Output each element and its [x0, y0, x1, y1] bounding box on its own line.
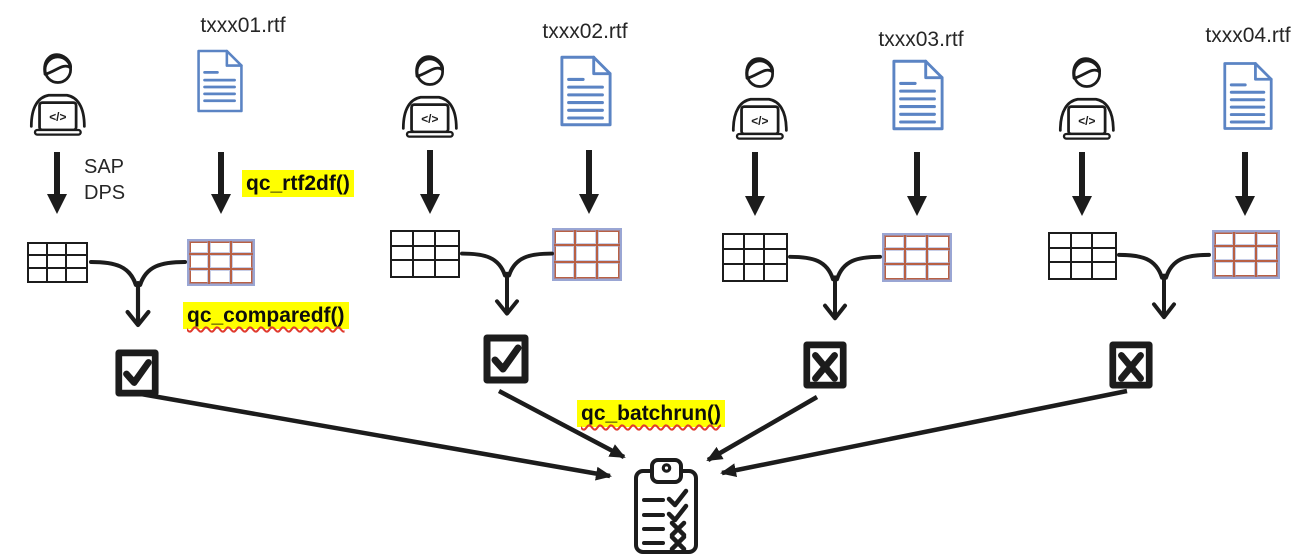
rtf-file-icon-1 [197, 49, 243, 113]
compare-result-box-3 [803, 341, 847, 389]
programmer-icon-3: </> [731, 57, 788, 140]
sap-dps-label: SAP DPS [84, 156, 126, 204]
rtf-filename-3: txxx03.rtf [878, 28, 964, 51]
qc-report-clipboard-icon [634, 458, 698, 554]
qc-batchrun-label: qc_batchrun() [577, 400, 726, 427]
code-glyph: </> [421, 112, 438, 126]
rtf-dataframe-table-4 [1212, 230, 1280, 279]
rtf-filename-1: txxx01.rtf [200, 14, 286, 37]
rtf-file-icon-2 [560, 55, 612, 127]
report-row-4 [642, 534, 687, 552]
compare-result-box-1 [115, 349, 159, 397]
merge-arrow-2 [460, 251, 554, 316]
result4-to-report-arrow [720, 388, 1128, 478]
qc-comparedf-label: qc_comparedf() [183, 302, 349, 329]
code-glyph: </> [1078, 114, 1095, 128]
rtf-file-icon-3 [892, 59, 944, 131]
compare-result-box-4 [1109, 341, 1153, 389]
rtf-filename-2: txxx02.rtf [542, 20, 628, 43]
report-row-3 [642, 520, 687, 538]
result1-to-report-arrow [140, 391, 612, 481]
report-row-1 [642, 488, 689, 508]
rtf-dataframe-table-1 [187, 239, 255, 286]
qc-rtf2df-label: qc_rtf2df() [242, 170, 354, 197]
rtf-file-icon-4 [1223, 62, 1273, 130]
programmer-icon-4: </> [1058, 57, 1115, 140]
programmer-icon-1: </> [29, 53, 86, 136]
merge-arrow-3 [788, 254, 882, 321]
rtf-dataframe-table-2 [552, 228, 622, 281]
report-row-2 [642, 503, 689, 523]
programmer-icon-2: </> [401, 55, 458, 138]
code-glyph: </> [49, 110, 66, 124]
program-dataset-table-1 [27, 242, 88, 283]
program-dataset-table-3 [722, 233, 788, 282]
merge-arrow-1 [88, 260, 188, 327]
rtf-dataframe-table-3 [882, 233, 952, 282]
compare-result-box-2 [483, 334, 529, 384]
program-dataset-table-2 [390, 230, 460, 278]
program-dataset-table-4 [1048, 232, 1117, 280]
code-glyph: </> [751, 114, 768, 128]
merge-arrow-4 [1117, 252, 1211, 320]
rtf-filename-4: txxx04.rtf [1205, 24, 1291, 47]
